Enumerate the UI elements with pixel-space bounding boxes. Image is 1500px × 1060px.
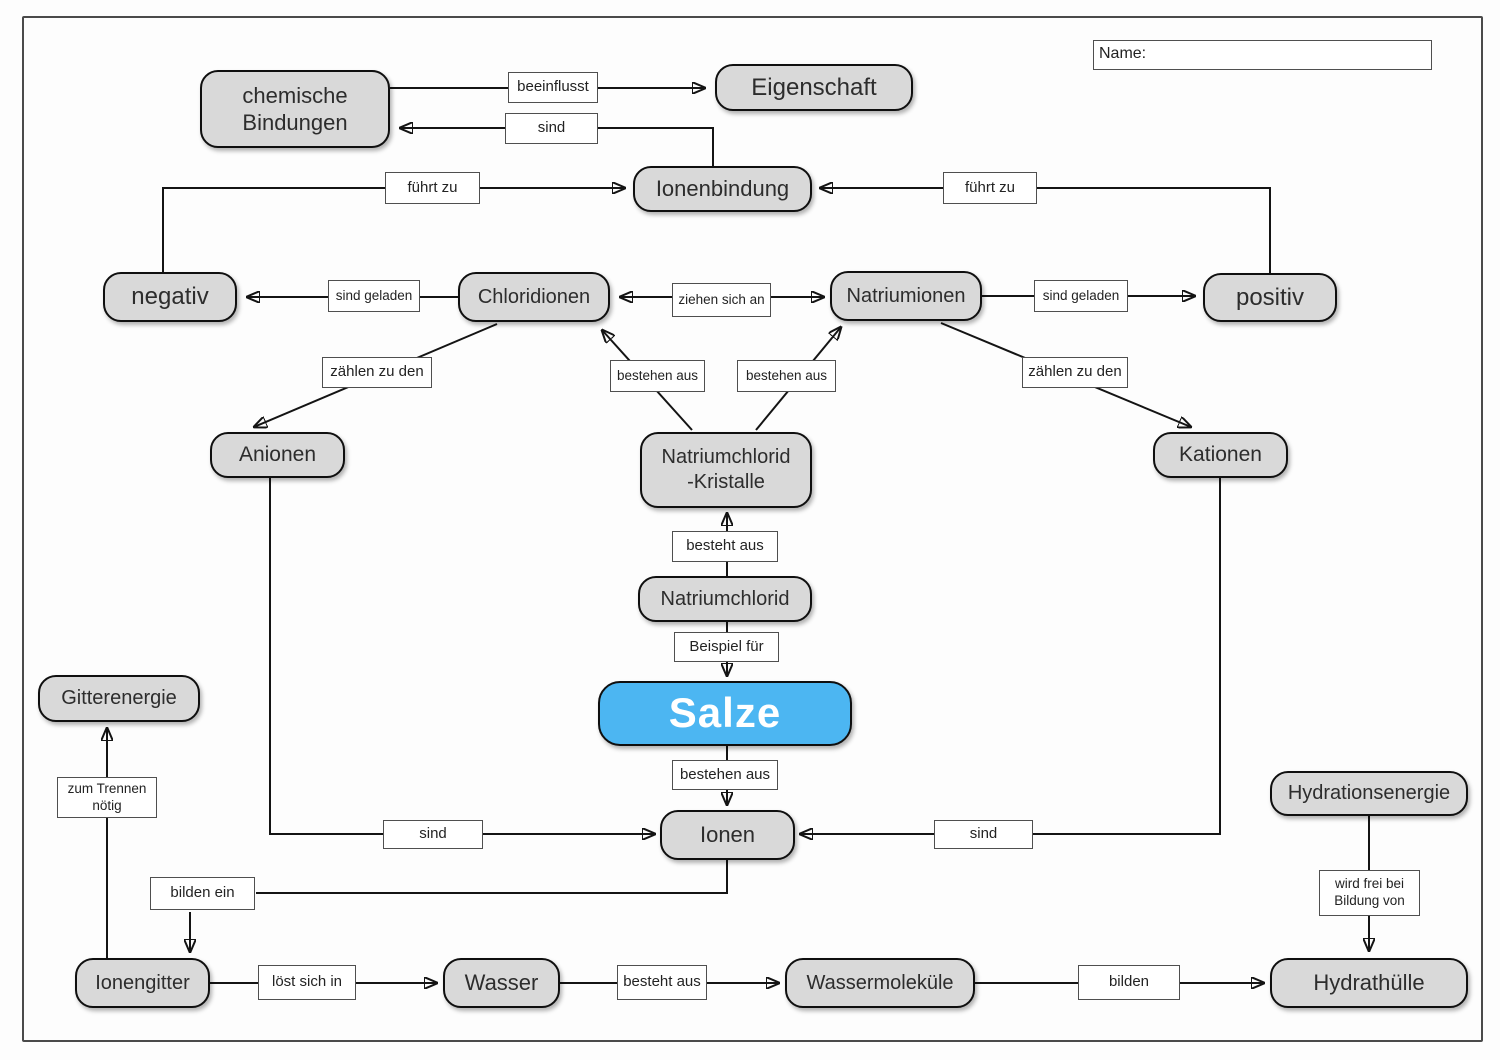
node-hydrationsenergie: Hydrationsenergie — [1270, 771, 1468, 816]
edge-label-sind-links: sind — [383, 820, 483, 849]
node-chemische-bindungen: chemische Bindungen — [200, 70, 390, 148]
edge-line-fuehrt-zu-rechts — [820, 188, 1271, 273]
edge-label-besteht-aus-wasser: besteht aus — [617, 965, 707, 1000]
edge-label-bilden-ein: bilden ein — [150, 877, 255, 910]
node-natriumchlorid-kristalle-line2: -Kristalle — [687, 471, 765, 493]
node-wassermolekuele: Wassermoleküle — [785, 958, 975, 1008]
node-natriumchlorid-kristalle: Natriumchlorid -Kristalle — [640, 432, 812, 508]
node-kationen: Kationen — [1153, 432, 1288, 478]
edge-label-besteht-aus: besteht aus — [672, 531, 778, 562]
edge-label-sind-geladen-rechts: sind geladen — [1034, 280, 1128, 312]
edge-label-sind-top: sind — [505, 113, 598, 144]
edge-label-fuehrt-zu-links: führt zu — [385, 172, 480, 204]
edge-label-sind-geladen-links: sind geladen — [328, 280, 420, 312]
edge-label-bestehen-aus-rechts: bestehen aus — [737, 360, 836, 392]
edge-label-wird-frei-line2: Bildung von — [1334, 893, 1405, 908]
edge-label-zum-trennen-noetig: zum Trennen nötig — [57, 777, 157, 818]
node-eigenschaft: Eigenschaft — [715, 64, 913, 111]
node-natriumchlorid: Natriumchlorid — [638, 576, 812, 622]
edge-label-zaehlen-zu-den-rechts: zählen zu den — [1022, 357, 1128, 388]
edge-label-fuehrt-zu-rechts: führt zu — [943, 172, 1037, 204]
node-ionenbindung: Ionenbindung — [633, 166, 812, 212]
node-chemische-bindungen-line2: Bindungen — [242, 110, 348, 135]
node-ionengitter: Ionengitter — [75, 958, 210, 1008]
edge-label-loest-sich-in: löst sich in — [258, 965, 356, 1000]
edge-label-beispiel-fuer: Beispiel für — [674, 632, 779, 662]
node-ionen: Ionen — [660, 810, 795, 860]
node-negativ: negativ — [103, 272, 237, 322]
node-chloridionen: Chloridionen — [458, 272, 610, 322]
edge-label-zum-trennen-line2: nötig — [92, 797, 122, 813]
node-natriumchlorid-kristalle-line1: Natriumchlorid — [661, 446, 791, 468]
edge-label-wird-frei-bei-bildung-von: wird frei bei Bildung von — [1319, 870, 1420, 916]
node-chemische-bindungen-line1: chemische — [242, 82, 348, 108]
edge-label-zum-trennen-line1: zum Trennen — [67, 780, 147, 796]
node-natriumionen: Natriumionen — [830, 271, 982, 321]
page-border — [22, 16, 1483, 1042]
edge-label-sind-rechts: sind — [934, 820, 1033, 849]
node-gitterenergie: Gitterenergie — [38, 675, 200, 722]
edge-label-beeinflusst: beeinflusst — [508, 72, 598, 103]
edge-label-zaehlen-zu-den-links: zählen zu den — [322, 357, 432, 388]
node-hydrathuelle: Hydrathülle — [1270, 958, 1468, 1008]
node-positiv: positiv — [1203, 273, 1337, 322]
edge-label-bilden: bilden — [1078, 965, 1180, 1000]
node-salze: Salze — [598, 681, 852, 746]
edge-label-bestehen-aus-links: bestehen aus — [610, 360, 705, 392]
edge-line-sind-rechts — [800, 478, 1221, 834]
node-wasser: Wasser — [443, 958, 560, 1008]
edge-label-ziehen-sich-an: ziehen sich an — [672, 283, 771, 317]
edge-label-wird-frei-line1: wird frei bei — [1334, 876, 1405, 892]
edge-label-bestehen-aus-salze: bestehen aus — [672, 760, 778, 790]
edge-line-sind-top — [400, 128, 714, 166]
name-input-field[interactable]: Name: — [1093, 40, 1432, 70]
edge-line-sind-links — [269, 478, 655, 834]
node-anionen: Anionen — [210, 432, 345, 478]
edge-line-ionen-bilden-ein — [256, 860, 728, 894]
